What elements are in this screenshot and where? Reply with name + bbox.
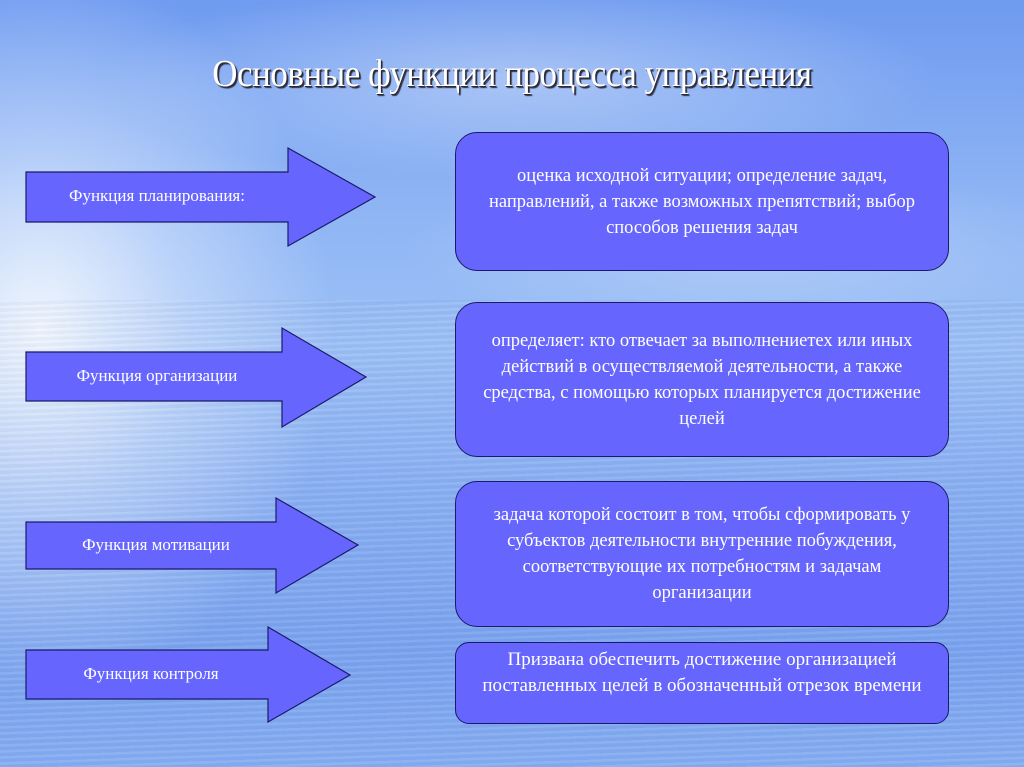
description-text-control: Призвана обеспечить достижение организац… [482,649,922,696]
arrow-label-control: Функция контроля [83,664,219,683]
description-text-organization: определяет: кто отвечает за выполнениете… [483,330,921,429]
description-box-control: Призвана обеспечить достижение организац… [455,642,949,724]
arrow-label-organization: Функция организации [76,366,238,385]
slide-title: Основные функции процесса управления [212,53,812,95]
arrow-label-motivation: Функция мотивации [82,535,230,554]
arrow-right-icon [25,625,352,724]
arrow-right-icon [25,496,360,595]
arrow-right-icon [25,146,377,248]
description-text-motivation: задача которой состоит в том, чтобы сфор… [493,505,911,603]
description-box-planning: оценка исходной ситуации; определение за… [455,132,949,271]
arrow-label-planning: Функция планирования: [69,186,245,205]
description-box-organization: определяет: кто отвечает за выполнениете… [455,302,949,457]
description-text-planning: оценка исходной ситуации; определение за… [489,165,915,238]
arrow-right-icon [25,326,368,429]
description-box-motivation: задача которой состоит в том, чтобы сфор… [455,481,949,627]
